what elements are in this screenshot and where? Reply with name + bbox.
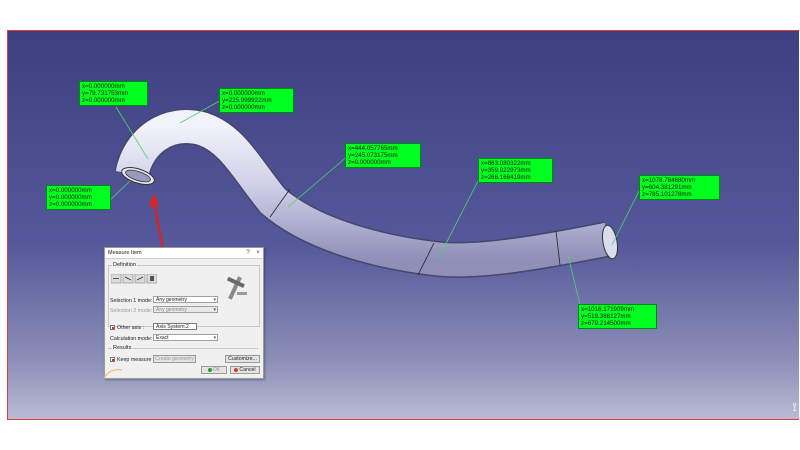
keep-measure-checkbox[interactable] — [110, 357, 115, 362]
dialog-title: Measure Item — [108, 250, 142, 256]
dialog-corner-decoration — [104, 369, 122, 378]
section-line — [555, 230, 561, 266]
chevron-down-icon: ▾ — [213, 307, 216, 313]
help-button[interactable]: ? — [246, 250, 250, 256]
results-label: Results — [112, 345, 133, 351]
measure-item-dialog: Measure Item ? × Definition Selection 1 … — [104, 247, 264, 379]
customize-button[interactable]: Customize... — [225, 355, 260, 363]
dialog-titlebar: Measure Item ? × — [105, 248, 263, 259]
calc-mode-label: Calculation mode: — [110, 336, 153, 342]
create-geometry-button[interactable]: Create geometry — [153, 355, 196, 363]
calc-mode-combo[interactable]: Exact▾ — [153, 334, 218, 341]
compass-icon[interactable]: ⟟ — [792, 400, 797, 414]
selection2-label: Selection 2 mode: — [110, 308, 153, 314]
chevron-down-icon: ▾ — [213, 297, 216, 303]
other-axis-label: Other axis : — [117, 325, 145, 331]
selection1-label: Selection 1 mode: — [110, 298, 153, 304]
ok-button[interactable]: OK — [201, 366, 227, 374]
measure-mode-icons[interactable] — [111, 274, 157, 284]
pipe-model[interactable] — [8, 31, 799, 419]
caliper-icon — [226, 276, 247, 300]
ok-icon — [207, 367, 212, 372]
other-axis-checkbox[interactable] — [110, 325, 115, 330]
other-axis-field[interactable]: Axis System.2 — [153, 323, 197, 330]
keep-measure-label: Keep measure — [117, 357, 152, 363]
pipe-end-left-inner — [125, 169, 151, 183]
pipe-end-right — [602, 224, 618, 260]
pipe-surface — [115, 110, 612, 277]
leader-lines — [108, 98, 641, 306]
section-line — [269, 188, 291, 218]
selection1-combo[interactable]: Any geometry▾ — [153, 296, 218, 303]
results-group — [108, 348, 258, 353]
cancel-icon — [234, 367, 239, 372]
chevron-down-icon: ▾ — [213, 335, 216, 341]
red-arrow-head — [149, 193, 159, 207]
section-line — [417, 242, 435, 276]
selection2-combo[interactable]: Any geometry▾ — [153, 306, 218, 313]
cancel-button[interactable]: Cancel — [230, 366, 260, 374]
close-button[interactable]: × — [256, 250, 260, 256]
definition-label: Definition — [112, 262, 137, 268]
